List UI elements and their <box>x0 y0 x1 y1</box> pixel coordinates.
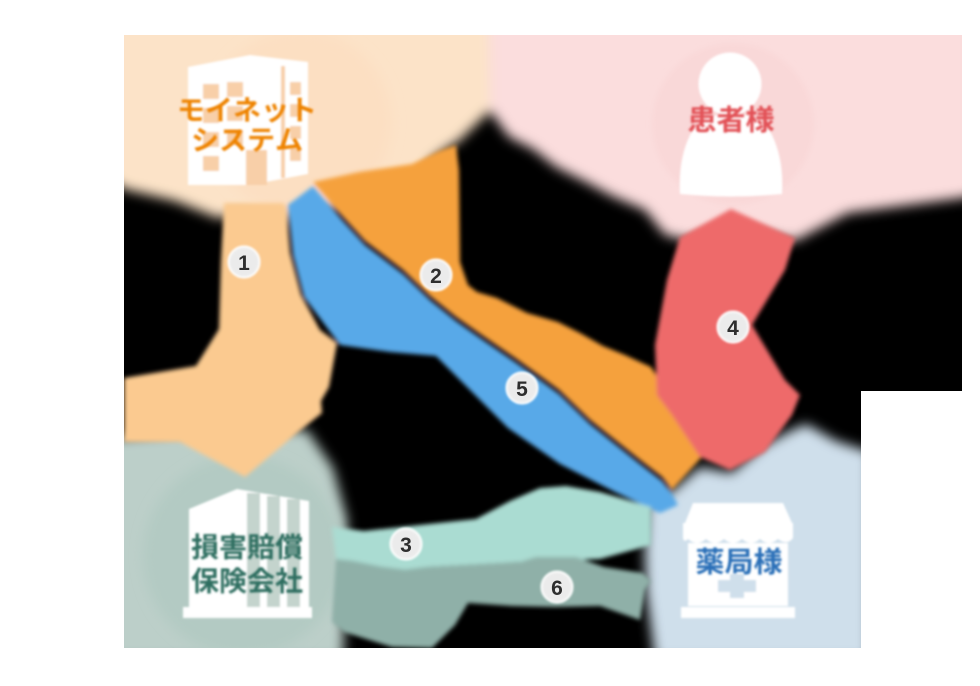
svg-text:3: 3 <box>400 534 412 557</box>
svg-text:6: 6 <box>551 577 563 600</box>
svg-text:2: 2 <box>430 265 442 288</box>
svg-text:5: 5 <box>516 378 528 401</box>
svg-text:4: 4 <box>727 317 739 340</box>
svg-text:1: 1 <box>238 252 250 275</box>
